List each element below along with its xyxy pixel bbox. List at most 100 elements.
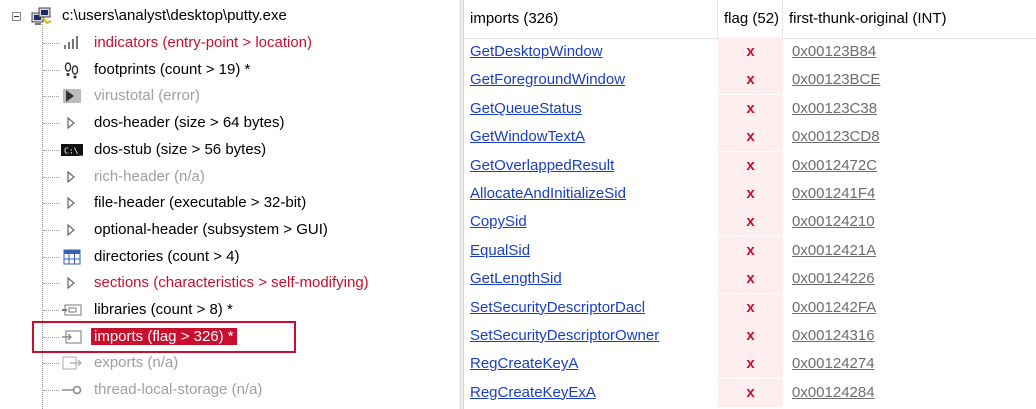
tree-item[interactable]: directories (count > 4) — [0, 244, 460, 270]
tree-root-node[interactable]: c:\users\analyst\desktop\putty.exe — [0, 4, 460, 30]
table-row[interactable]: SetSecurityDescriptorOwner x 0x00124316 — [464, 322, 1036, 350]
tree-connector — [43, 390, 59, 392]
table-row[interactable]: AllocateAndInitializeSid x 0x001241F4 — [464, 180, 1036, 208]
tree-item[interactable]: C:\_dos-stub (size > 56 bytes) — [0, 137, 460, 163]
first-thunk-link[interactable]: 0x0012421A — [792, 241, 877, 259]
selection-highlight-box — [32, 320, 296, 353]
first-thunk-link[interactable]: 0x00124226 — [792, 270, 875, 288]
table-row[interactable]: RegCreateKeyA x 0x00124274 — [464, 350, 1036, 379]
first-thunk-link[interactable]: 0x00124210 — [792, 213, 875, 231]
import-name-link[interactable]: GetLengthSid — [470, 270, 562, 288]
tree-item-label: indicators (entry-point > location) — [94, 34, 313, 51]
column-header-flag[interactable]: flag (52) — [718, 0, 783, 38]
tree-item[interactable]: libraries (count > 8) * — [0, 297, 460, 323]
triangle-right-icon — [60, 168, 84, 186]
import-name-cell: GetLengthSid — [464, 265, 718, 293]
tls-icon — [60, 381, 84, 399]
tree-item[interactable]: indicators (entry-point > location) — [0, 30, 460, 56]
tree-item-label: directories (count > 4) — [94, 247, 240, 265]
first-thunk-link[interactable]: 0x001242FA — [792, 298, 877, 316]
import-name-link[interactable]: EqualSid — [470, 241, 531, 259]
column-header-imports[interactable]: imports (326) — [464, 0, 718, 38]
flag-x-icon: x — [746, 355, 755, 373]
table-row[interactable]: CopySid x 0x00124210 — [464, 208, 1036, 237]
tree-item[interactable]: optional-header (subsystem > GUI) — [0, 217, 460, 243]
triangle-right-icon — [60, 194, 84, 212]
table-row[interactable]: GetWindowTextA x 0x00123CD8 — [464, 123, 1036, 152]
tree-connector — [43, 310, 59, 311]
tree-item-label: thread-local-storage (n/a) — [94, 381, 263, 399]
tree-root-label: c:\users\analyst\desktop\putty.exe — [62, 7, 287, 24]
import-name-cell: RegCreateKeyExA — [464, 379, 718, 407]
import-name-link[interactable]: GetQueueStatus — [470, 99, 582, 117]
first-thunk-link[interactable]: 0x00123B84 — [792, 43, 877, 60]
tree-item[interactable]: footprints (count > 19) * — [0, 57, 460, 83]
flag-cell: x — [718, 322, 783, 350]
import-name-link[interactable]: GetWindowTextA — [470, 128, 586, 146]
tree-connector — [43, 256, 59, 258]
flag-cell: x — [718, 265, 783, 294]
flag-x-icon: x — [746, 270, 755, 288]
import-name-link[interactable]: AllocateAndInitializeSid — [470, 185, 626, 202]
first-thunk-link[interactable]: 0x00123BCE — [792, 71, 881, 89]
tree-connector — [43, 203, 59, 205]
table-header: imports (326) flag (52) first-thunk-orig… — [464, 0, 1036, 39]
tree-item-label: imports (flag > 326) * — [91, 327, 237, 347]
import-name-link[interactable]: RegCreateKeyA — [470, 355, 579, 373]
first-thunk-link[interactable]: 0x0012472C — [792, 156, 878, 174]
table-row[interactable]: GetQueueStatus x 0x00123C38 — [464, 94, 1036, 123]
flag-cell: x — [718, 94, 783, 123]
tree-panel[interactable]: c:\users\analyst\desktop\putty.exe indic… — [0, 0, 460, 409]
tree-item[interactable]: sections (characteristics > self-modifyi… — [0, 270, 460, 296]
tree-item[interactable]: imports (flag > 326) * — [0, 320, 460, 353]
import-name-cell: EqualSid — [464, 237, 718, 265]
import-name-link[interactable]: SetSecurityDescriptorOwner — [470, 327, 660, 344]
column-header-first-thunk[interactable]: first-thunk-original (INT) — [789, 10, 947, 27]
first-thunk-cell: 0x00123B84 — [783, 38, 1036, 66]
tree-item-label: exports (n/a) — [94, 354, 179, 372]
first-thunk-link[interactable]: 0x00124284 — [792, 383, 875, 401]
import-name-link[interactable]: SetSecurityDescriptorDacl — [470, 298, 646, 316]
collapse-icon[interactable] — [12, 12, 21, 21]
tree-item[interactable]: rich-header (n/a) — [0, 164, 460, 190]
flag-cell: x — [718, 208, 783, 237]
tree-item[interactable]: virustotal (error) — [0, 83, 460, 109]
import-name-link[interactable]: GetDesktopWindow — [470, 43, 603, 60]
flag-x-icon: x — [746, 327, 755, 344]
import-name-link[interactable]: CopySid — [470, 213, 527, 231]
first-thunk-cell: 0x0012472C — [783, 152, 1036, 180]
tree-item-label: optional-header (subsystem > GUI) — [94, 220, 328, 238]
flag-x-icon: x — [746, 71, 755, 89]
tree-item[interactable]: file-header (executable > 32-bit) — [0, 190, 460, 216]
tree-item[interactable]: exports (n/a) — [0, 350, 460, 376]
table-row[interactable]: GetLengthSid x 0x00124226 — [464, 265, 1036, 294]
first-thunk-cell: 0x00123C38 — [783, 95, 1036, 123]
table-row[interactable]: GetForegroundWindow x 0x00123BCE — [464, 66, 1036, 95]
tree-item[interactable]: thread-local-storage (n/a) — [0, 377, 460, 403]
first-thunk-link[interactable]: 0x00124274 — [792, 355, 875, 373]
first-thunk-link[interactable]: 0x00123CD8 — [792, 128, 880, 146]
selected-item-text: imports (flag > 326) * — [91, 327, 237, 345]
tree-item-label: dos-stub (size > 56 bytes) — [94, 140, 267, 158]
import-name-link[interactable]: GetForegroundWindow — [470, 71, 626, 89]
import-name-cell: GetOverlappedResult — [464, 152, 718, 180]
triangle-right-icon — [60, 114, 84, 132]
flag-cell: x — [718, 180, 783, 208]
panel-splitter[interactable] — [460, 0, 464, 409]
first-thunk-link[interactable]: 0x001241F4 — [792, 185, 876, 202]
import-name-link[interactable]: RegCreateKeyExA — [470, 383, 596, 401]
tree-item[interactable]: dos-header (size > 64 bytes) — [0, 110, 460, 136]
flag-x-icon: x — [746, 128, 755, 146]
first-thunk-cell: 0x001241F4 — [783, 180, 1036, 208]
first-thunk-link[interactable]: 0x00124316 — [792, 327, 875, 344]
first-thunk-link[interactable]: 0x00123C38 — [792, 99, 878, 117]
import-name-cell: CopySid — [464, 208, 718, 236]
import-name-link[interactable]: GetOverlappedResult — [470, 156, 615, 174]
chart-bars-icon — [60, 34, 84, 52]
tree-connector — [43, 43, 59, 44]
